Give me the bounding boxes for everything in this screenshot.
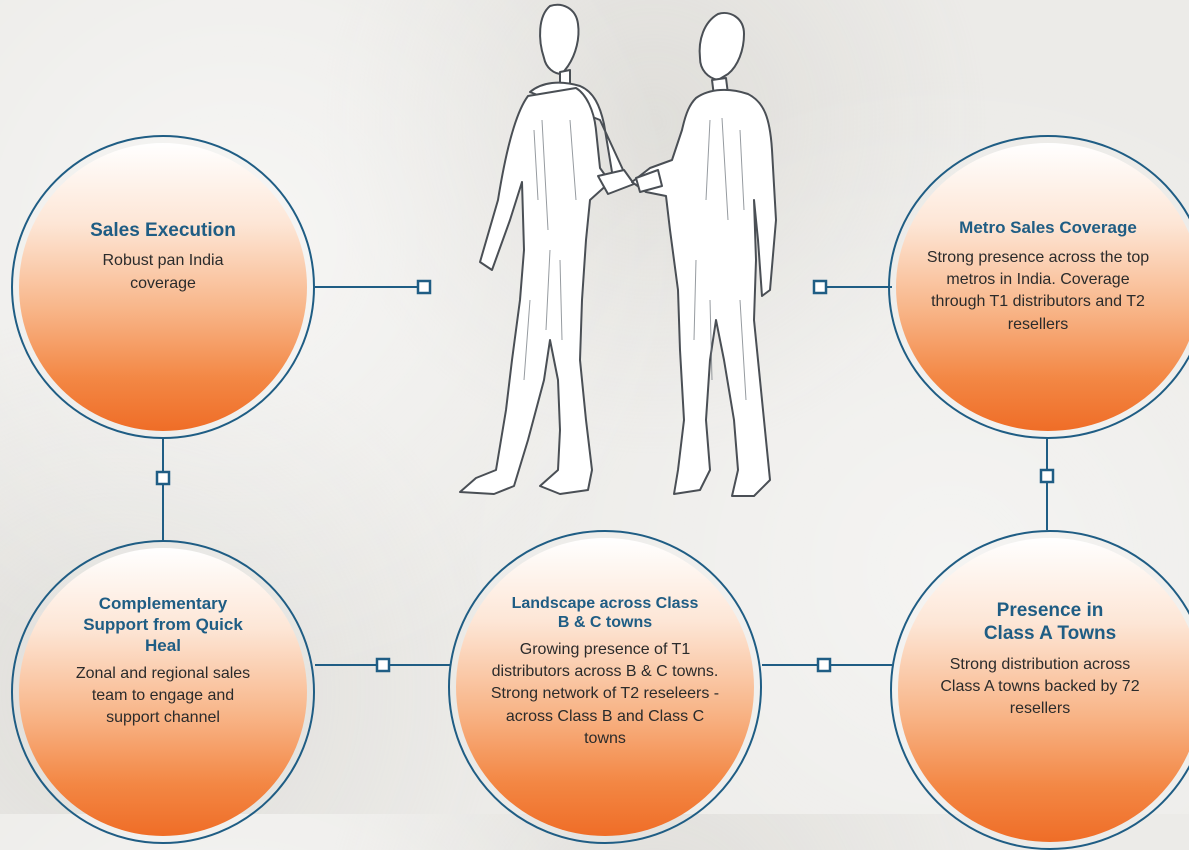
metro-sales-coverage-text: Strong presence across the top metros in… bbox=[926, 248, 1150, 333]
connector-node-square bbox=[816, 657, 832, 673]
complementary-support-text: Zonal and regional sales team to engage … bbox=[75, 664, 251, 727]
connector-node-square bbox=[155, 470, 171, 486]
metro-sales-coverage-circle-fill: Metro Sales Coverage Strong presence acr… bbox=[896, 143, 1189, 431]
sales-execution-text: Robust pan India coverage bbox=[102, 252, 224, 292]
landscape-class-b-c-circle: Landscape across Class B & C towns Growi… bbox=[448, 530, 762, 844]
presence-class-a-circle: Presence in Class A Towns Strong distrib… bbox=[890, 530, 1189, 850]
landscape-class-b-c-title: Landscape across Class B & C towns bbox=[511, 594, 699, 632]
handshake-illustration bbox=[459, 3, 777, 497]
sales-execution-circle: Sales Execution Robust pan India coverag… bbox=[11, 135, 315, 439]
connector-node-square bbox=[1039, 468, 1055, 484]
connector-node-square bbox=[416, 279, 432, 295]
landscape-class-b-c-text: Growing presence of T1 distributors acro… bbox=[490, 640, 720, 748]
connector-node-square bbox=[812, 279, 828, 295]
complementary-support-circle-fill: Complementary Support from Quick Heal Zo… bbox=[19, 548, 307, 836]
presence-class-a-circle-fill: Presence in Class A Towns Strong distrib… bbox=[898, 538, 1189, 842]
left-businessman-figure bbox=[459, 3, 635, 495]
complementary-support-circle: Complementary Support from Quick Heal Zo… bbox=[11, 540, 315, 844]
presence-class-a-text: Strong distribution across Class A towns… bbox=[940, 655, 1140, 718]
presence-class-a-title: Presence in Class A Towns bbox=[983, 600, 1117, 645]
metro-sales-coverage-circle: Metro Sales Coverage Strong presence acr… bbox=[888, 135, 1189, 439]
metro-sales-coverage-title: Metro Sales Coverage bbox=[959, 217, 1137, 237]
landscape-class-b-c-circle-fill: Landscape across Class B & C towns Growi… bbox=[456, 538, 754, 836]
connector-node-square bbox=[375, 657, 391, 673]
complementary-support-title: Complementary Support from Quick Heal bbox=[83, 594, 243, 655]
sales-execution-circle-fill: Sales Execution Robust pan India coverag… bbox=[19, 143, 307, 431]
right-businessman-figure bbox=[631, 12, 777, 497]
sales-execution-title: Sales Execution bbox=[90, 220, 236, 242]
connector-lines bbox=[155, 279, 1055, 673]
